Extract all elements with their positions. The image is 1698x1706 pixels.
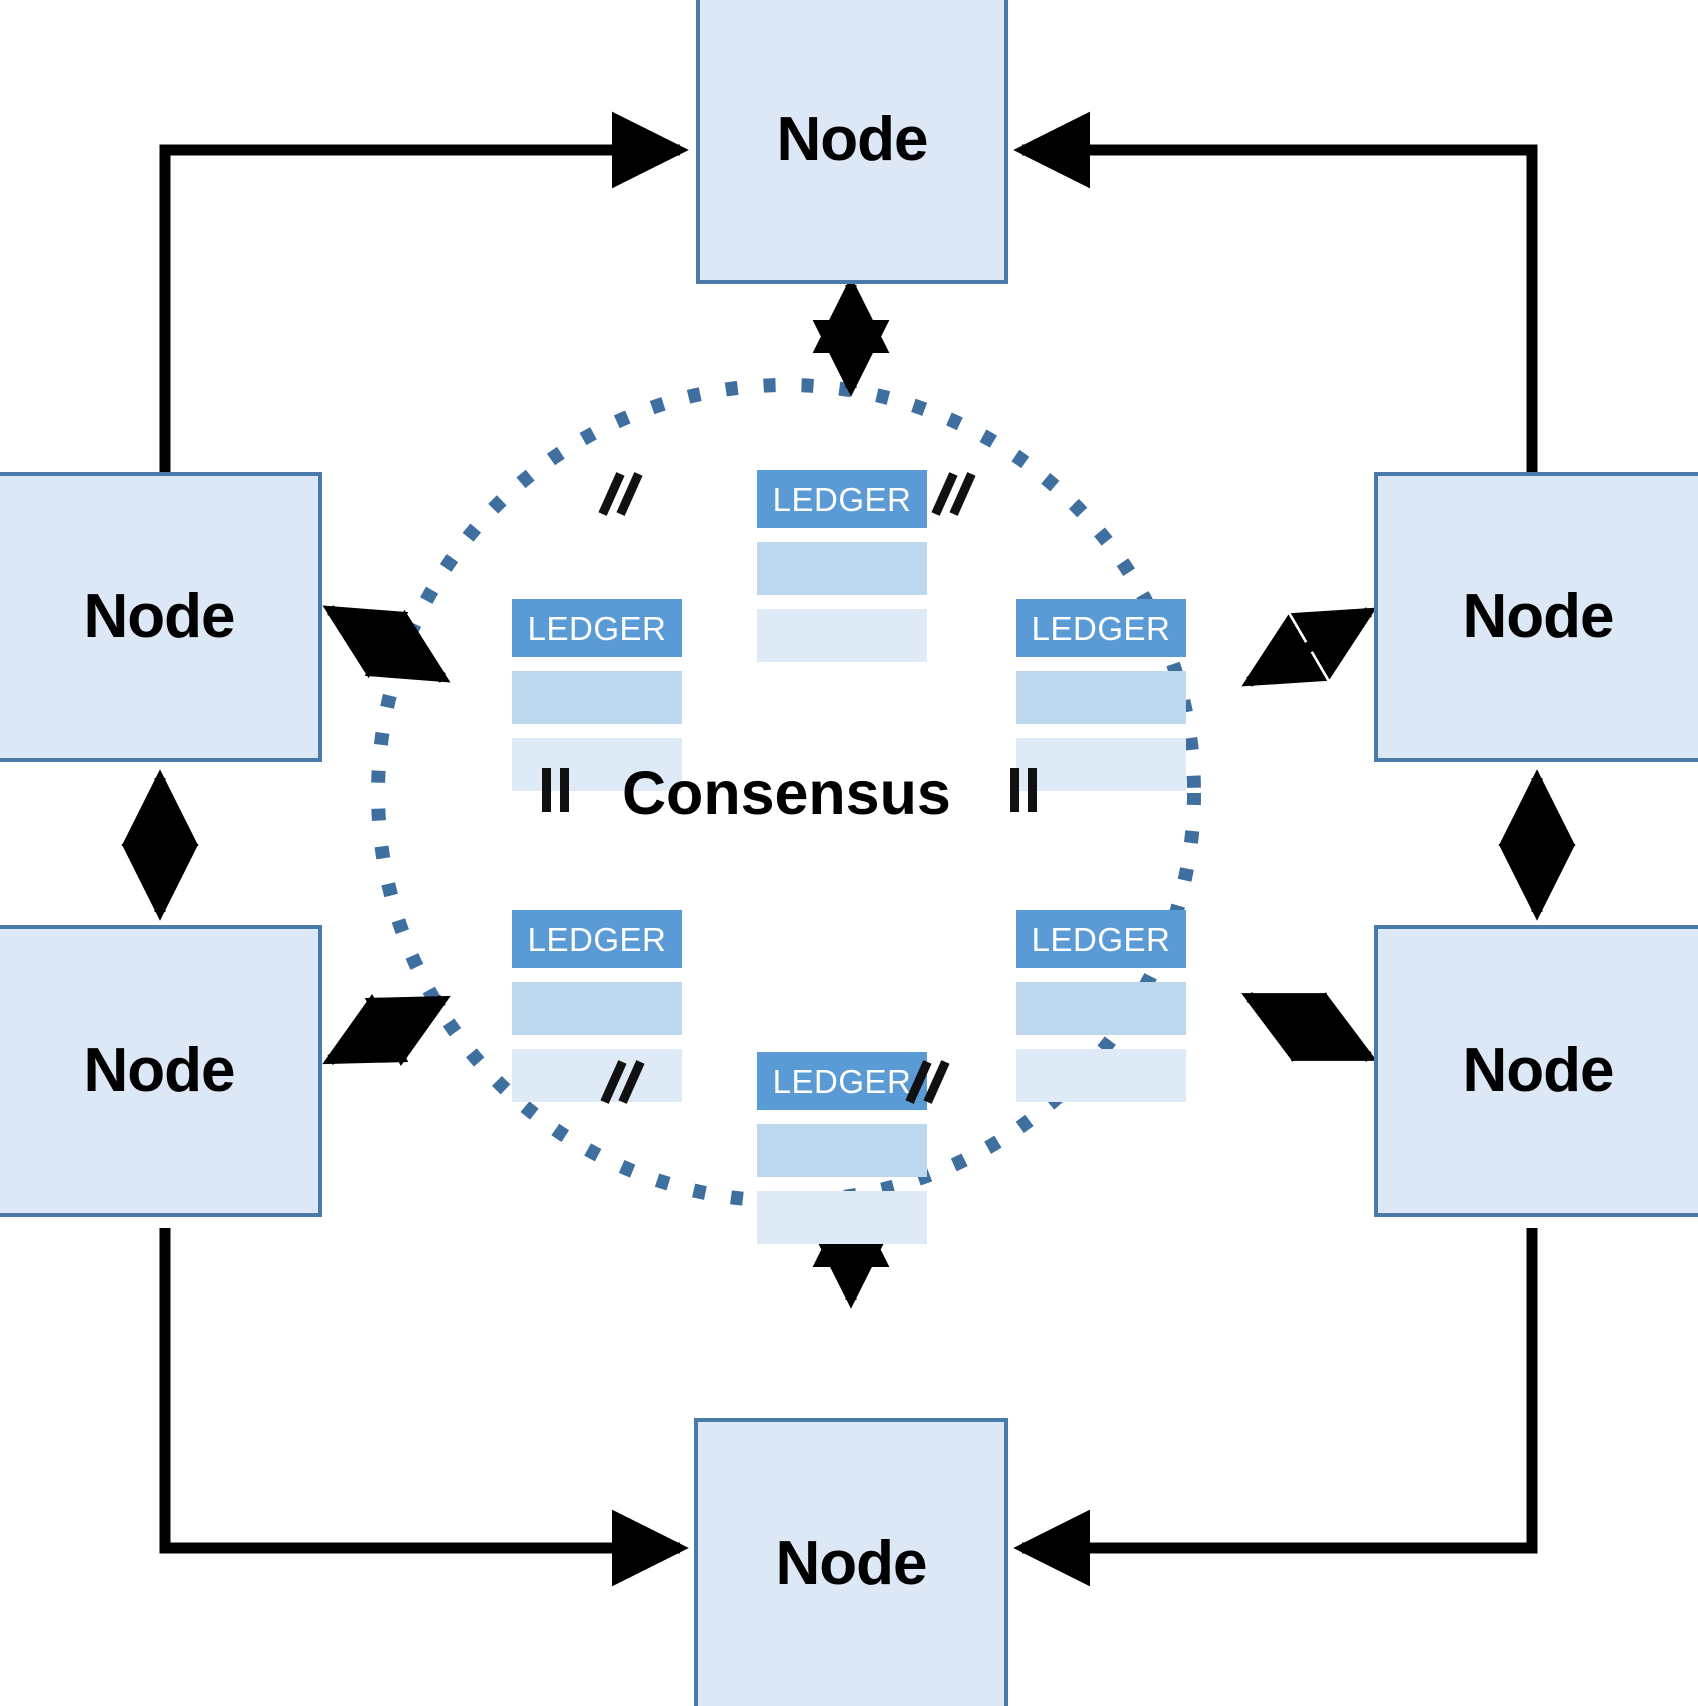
consensus-label: Consensus [622, 759, 951, 827]
ledger-bottom-label: LEDGER [772, 1062, 912, 1100]
ledger-right-upper-band-1 [1016, 671, 1186, 724]
node-right-lower[interactable]: Node [1374, 925, 1698, 1217]
node-left-lower[interactable]: Node [0, 925, 322, 1217]
node-left-upper-label: Node [83, 582, 236, 651]
ledger-left-lower-header: LEDGER [512, 910, 682, 968]
ledger-bottom-band-2 [757, 1191, 927, 1244]
ledger-right-upper-header: LEDGER [1016, 599, 1186, 657]
ledger-right-lower-band-2 [1016, 1049, 1186, 1102]
node-right-lower-label: Node [1462, 1036, 1615, 1105]
ledger-top[interactable]: LEDGER [757, 470, 927, 662]
connector-right-upper-to-top [1013, 111, 1538, 472]
ledger-bottom-header: LEDGER [757, 1052, 927, 1110]
connector-left-lower-to-bottom [159, 1228, 689, 1587]
ledger-left-upper-header: LEDGER [512, 599, 682, 657]
node-left-lower-label: Node [83, 1036, 236, 1105]
node-top-label: Node [776, 105, 929, 174]
ledger-right-upper[interactable]: LEDGER [1016, 599, 1186, 791]
connector-left-upper-to-top [159, 111, 689, 472]
connector-right-lower-to-consensus [1241, 992, 1377, 1062]
ledger-left-lower[interactable]: LEDGER [512, 910, 682, 1102]
equality-mark-bottom-left [600, 1060, 645, 1106]
node-bottom[interactable]: Node [694, 1418, 1008, 1706]
ledger-top-header: LEDGER [757, 470, 927, 528]
equality-mark-top-right [931, 472, 976, 518]
equality-mark-mid-left [536, 768, 576, 814]
ledger-bottom[interactable]: LEDGER [757, 1052, 927, 1244]
ledger-left-upper[interactable]: LEDGER [512, 599, 682, 791]
ledger-right-lower-label: LEDGER [1031, 920, 1171, 958]
node-bottom-label: Node [775, 1529, 928, 1598]
ledger-left-upper-band-1 [512, 671, 682, 724]
equality-mark-top-left [598, 472, 643, 518]
node-left-upper[interactable]: Node [0, 472, 322, 762]
ledger-left-lower-band-1 [512, 982, 682, 1035]
ledger-right-lower-band-1 [1016, 982, 1186, 1035]
ledger-left-lower-label: LEDGER [527, 920, 667, 958]
consensus-boundary-circle [371, 378, 1201, 1208]
ledger-top-label: LEDGER [772, 480, 912, 518]
ledger-right-upper-label: LEDGER [1031, 609, 1171, 647]
node-right-upper-label: Node [1462, 582, 1615, 651]
ledger-right-lower-header: LEDGER [1016, 910, 1186, 968]
connector-right-lower-to-bottom [1013, 1228, 1538, 1587]
ledger-left-upper-label: LEDGER [527, 609, 667, 647]
node-right-upper[interactable]: Node [1374, 472, 1698, 762]
ledger-left-lower-band-2 [512, 1049, 682, 1102]
ledger-right-upper-band-2 [1016, 738, 1186, 791]
connector-right-upper-to-consensus [1241, 607, 1377, 687]
ledger-left-upper-band-2 [512, 738, 682, 791]
connector-left-upper-to-consensus [322, 605, 451, 683]
equality-mark-mid-right [1004, 768, 1044, 814]
connector-left-lower-to-consensus [322, 994, 451, 1066]
node-top[interactable]: Node [696, 0, 1008, 284]
ledger-top-band-2 [757, 609, 927, 662]
ledger-bottom-band-1 [757, 1124, 927, 1177]
ledger-top-band-1 [757, 542, 927, 595]
ledger-right-lower[interactable]: LEDGER [1016, 910, 1186, 1102]
equality-mark-bottom-right [905, 1060, 950, 1106]
